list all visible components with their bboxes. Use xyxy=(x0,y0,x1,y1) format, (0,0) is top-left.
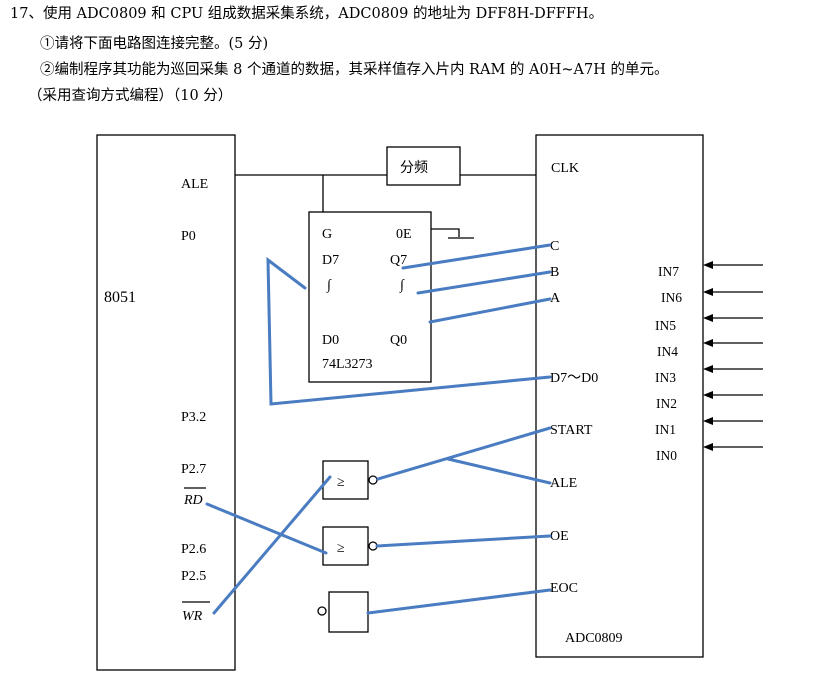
latch-block xyxy=(308,211,432,383)
answer-wire-data-bus xyxy=(266,256,552,406)
latch-pin-q0: Q0 xyxy=(390,333,407,348)
cpu-pin-wr: WR xyxy=(182,609,203,624)
adc-input-label: IN6 xyxy=(661,290,682,305)
answer-wire-q6-b xyxy=(416,270,552,295)
inverter-gate xyxy=(328,591,369,633)
answer-wire-ale xyxy=(446,457,552,485)
question-line-4: （采用查询方式编程）（10 分） xyxy=(28,88,233,104)
cpu-pin-p26: P2.6 xyxy=(181,542,206,557)
question-line-3: ②编制程序其功能为巡回采集 8 个通道的数据，其采样值存入片内 RAM 的 A0… xyxy=(40,62,669,78)
arrow-head-icon xyxy=(703,288,713,296)
cpu-pin-ale: ALE xyxy=(181,177,208,192)
latch-pin-d0: D0 xyxy=(322,333,339,348)
answer-wire-q0-a xyxy=(428,297,552,324)
latch-pin-d7: D7 xyxy=(322,253,339,268)
adc-pin-ale: ALE xyxy=(550,476,577,491)
cpu-8051-block xyxy=(96,134,236,671)
cpu-name: 8051 xyxy=(104,289,136,306)
nor-gate-1-bubble xyxy=(368,475,378,485)
cpu-pin-p32: P3.2 xyxy=(181,410,206,425)
arrow-head-icon xyxy=(703,443,713,451)
arrow-head-icon xyxy=(703,365,713,373)
adc-name: ADC0809 xyxy=(565,631,623,646)
latch-pin-oe: 0E xyxy=(396,227,412,242)
question-line-2: ①请将下面电路图连接完整。(5 分) xyxy=(40,36,269,52)
oe-ground-wire xyxy=(431,228,460,237)
divider-block xyxy=(386,146,461,186)
nor-gate-1-symbol: ≥ xyxy=(337,475,345,490)
divider-label: 分频 xyxy=(400,160,428,176)
cpu-pin-p0: P0 xyxy=(181,229,196,244)
cpu-pin-rd: RD xyxy=(183,493,203,508)
latch-name: 74L3273 xyxy=(322,357,373,372)
adc-pin-data: D7～D0 xyxy=(550,371,598,386)
nor-gate-2 xyxy=(322,526,369,566)
answer-wire-eoc xyxy=(366,588,552,615)
adc-input-label: IN4 xyxy=(657,344,678,359)
answer-wire-q7-c xyxy=(401,243,552,270)
adc-pin-a: A xyxy=(550,291,561,306)
arrow-head-icon xyxy=(703,417,713,425)
nor-gate-2-symbol: ≥ xyxy=(337,541,345,556)
answer-wire-start xyxy=(376,426,552,481)
inverter-bubble xyxy=(317,606,327,616)
nor-gate-1 xyxy=(322,460,369,500)
answer-wire-rd xyxy=(205,502,328,555)
adc-input-label: IN3 xyxy=(655,370,676,385)
latch-pin-q7: Q7 xyxy=(390,253,407,268)
adc-input-label: IN7 xyxy=(658,264,679,279)
adc-pin-eoc: EOC xyxy=(550,581,578,596)
adc-input-label: IN0 xyxy=(656,448,677,463)
adc0809-block xyxy=(535,134,704,658)
arrow-head-icon xyxy=(703,314,713,322)
adc-pin-c: C xyxy=(550,239,559,254)
arrow-head-icon xyxy=(703,261,713,269)
latch-dots-left: ∫ xyxy=(326,278,332,293)
arrow-head-icon xyxy=(703,339,713,347)
answer-wire-wr xyxy=(212,475,332,615)
adc-input-label: IN2 xyxy=(656,396,677,411)
adc-input-label: IN5 xyxy=(655,318,676,333)
arrow-head-icon xyxy=(703,391,713,399)
cpu-pin-p27: P2.7 xyxy=(181,462,206,477)
cpu-pin-p25: P2.5 xyxy=(181,569,206,584)
adc-pin-start: START xyxy=(550,423,593,438)
answer-wire-oe xyxy=(375,534,552,548)
adc-input-label: IN1 xyxy=(655,422,676,437)
question-line-1: 17、使用 ADC0809 和 CPU 组成数据采集系统，ADC0809 的地址… xyxy=(10,6,604,22)
adc-pin-b: B xyxy=(550,265,559,280)
adc-pin-oe: OE xyxy=(550,529,569,544)
adc-pin-clk: CLK xyxy=(551,161,579,176)
latch-pin-g: G xyxy=(322,227,332,242)
latch-dots-right: ∫ xyxy=(399,278,405,293)
